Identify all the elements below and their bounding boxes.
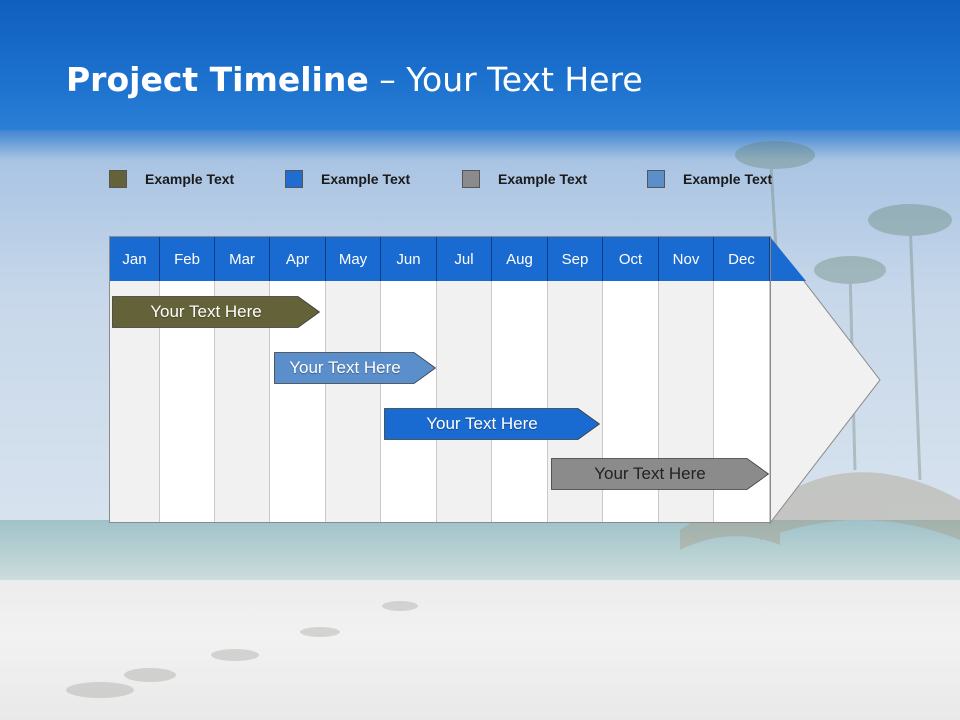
title-subtitle: – Your Text Here — [368, 60, 643, 99]
bar-arrow-shape — [384, 408, 600, 440]
month-label-apr: Apr — [270, 237, 326, 281]
legend: Example Text Example Text Example Text E… — [0, 170, 960, 194]
legend-label: Example Text — [321, 171, 411, 187]
legend-item: Example Text — [109, 170, 234, 188]
month-label-aug: Aug — [492, 237, 548, 281]
timeline-bar[interactable]: Your Text Here — [551, 458, 769, 490]
bar-label: Your Text Here — [150, 302, 262, 321]
legend-item: Example Text — [647, 170, 772, 188]
month-column — [603, 237, 659, 522]
month-column — [160, 237, 215, 522]
month-label-jun: Jun — [381, 237, 437, 281]
legend-label: Example Text — [683, 171, 773, 187]
bar-arrow-shape — [274, 352, 436, 384]
legend-label: Example Text — [145, 171, 235, 187]
arrow-head-header — [770, 237, 806, 281]
month-label-jan: Jan — [110, 237, 160, 281]
legend-item: Example Text — [462, 170, 587, 188]
month-column — [492, 237, 548, 522]
legend-item: Example Text — [285, 170, 410, 188]
month-column — [437, 237, 492, 522]
title-bar: Project Timeline – Your Text Here — [0, 0, 960, 130]
bar-arrow-shape — [112, 296, 320, 328]
slide-title: Project Timeline – Your Text Here — [66, 60, 643, 99]
month-label-may: May — [326, 237, 381, 281]
timeline-bar[interactable]: Your Text Here — [384, 408, 600, 440]
timeline-bar[interactable]: Your Text Here — [112, 296, 320, 328]
bar-label: Your Text Here — [289, 358, 401, 377]
month-label-sep: Sep — [548, 237, 603, 281]
timeline-bar[interactable]: Your Text Here — [274, 352, 436, 384]
month-label-jul: Jul — [437, 237, 492, 281]
month-label-mar: Mar — [215, 237, 270, 281]
legend-swatch — [647, 170, 665, 188]
month-column — [215, 237, 270, 522]
month-column — [381, 237, 437, 522]
legend-label: Example Text — [498, 171, 588, 187]
legend-swatch — [109, 170, 127, 188]
month-column — [110, 237, 160, 522]
beach-photo-area — [0, 580, 960, 720]
title-bold: Project Timeline — [66, 60, 369, 99]
bar-label: Your Text Here — [594, 464, 706, 483]
legend-swatch — [285, 170, 303, 188]
month-label-feb: Feb — [160, 237, 215, 281]
month-label-nov: Nov — [659, 237, 714, 281]
legend-swatch — [462, 170, 480, 188]
month-column — [714, 237, 770, 522]
bar-label: Your Text Here — [426, 414, 538, 433]
bar-arrow-shape — [551, 458, 769, 490]
month-label-oct: Oct — [603, 237, 659, 281]
month-label-dec: Dec — [714, 237, 770, 281]
